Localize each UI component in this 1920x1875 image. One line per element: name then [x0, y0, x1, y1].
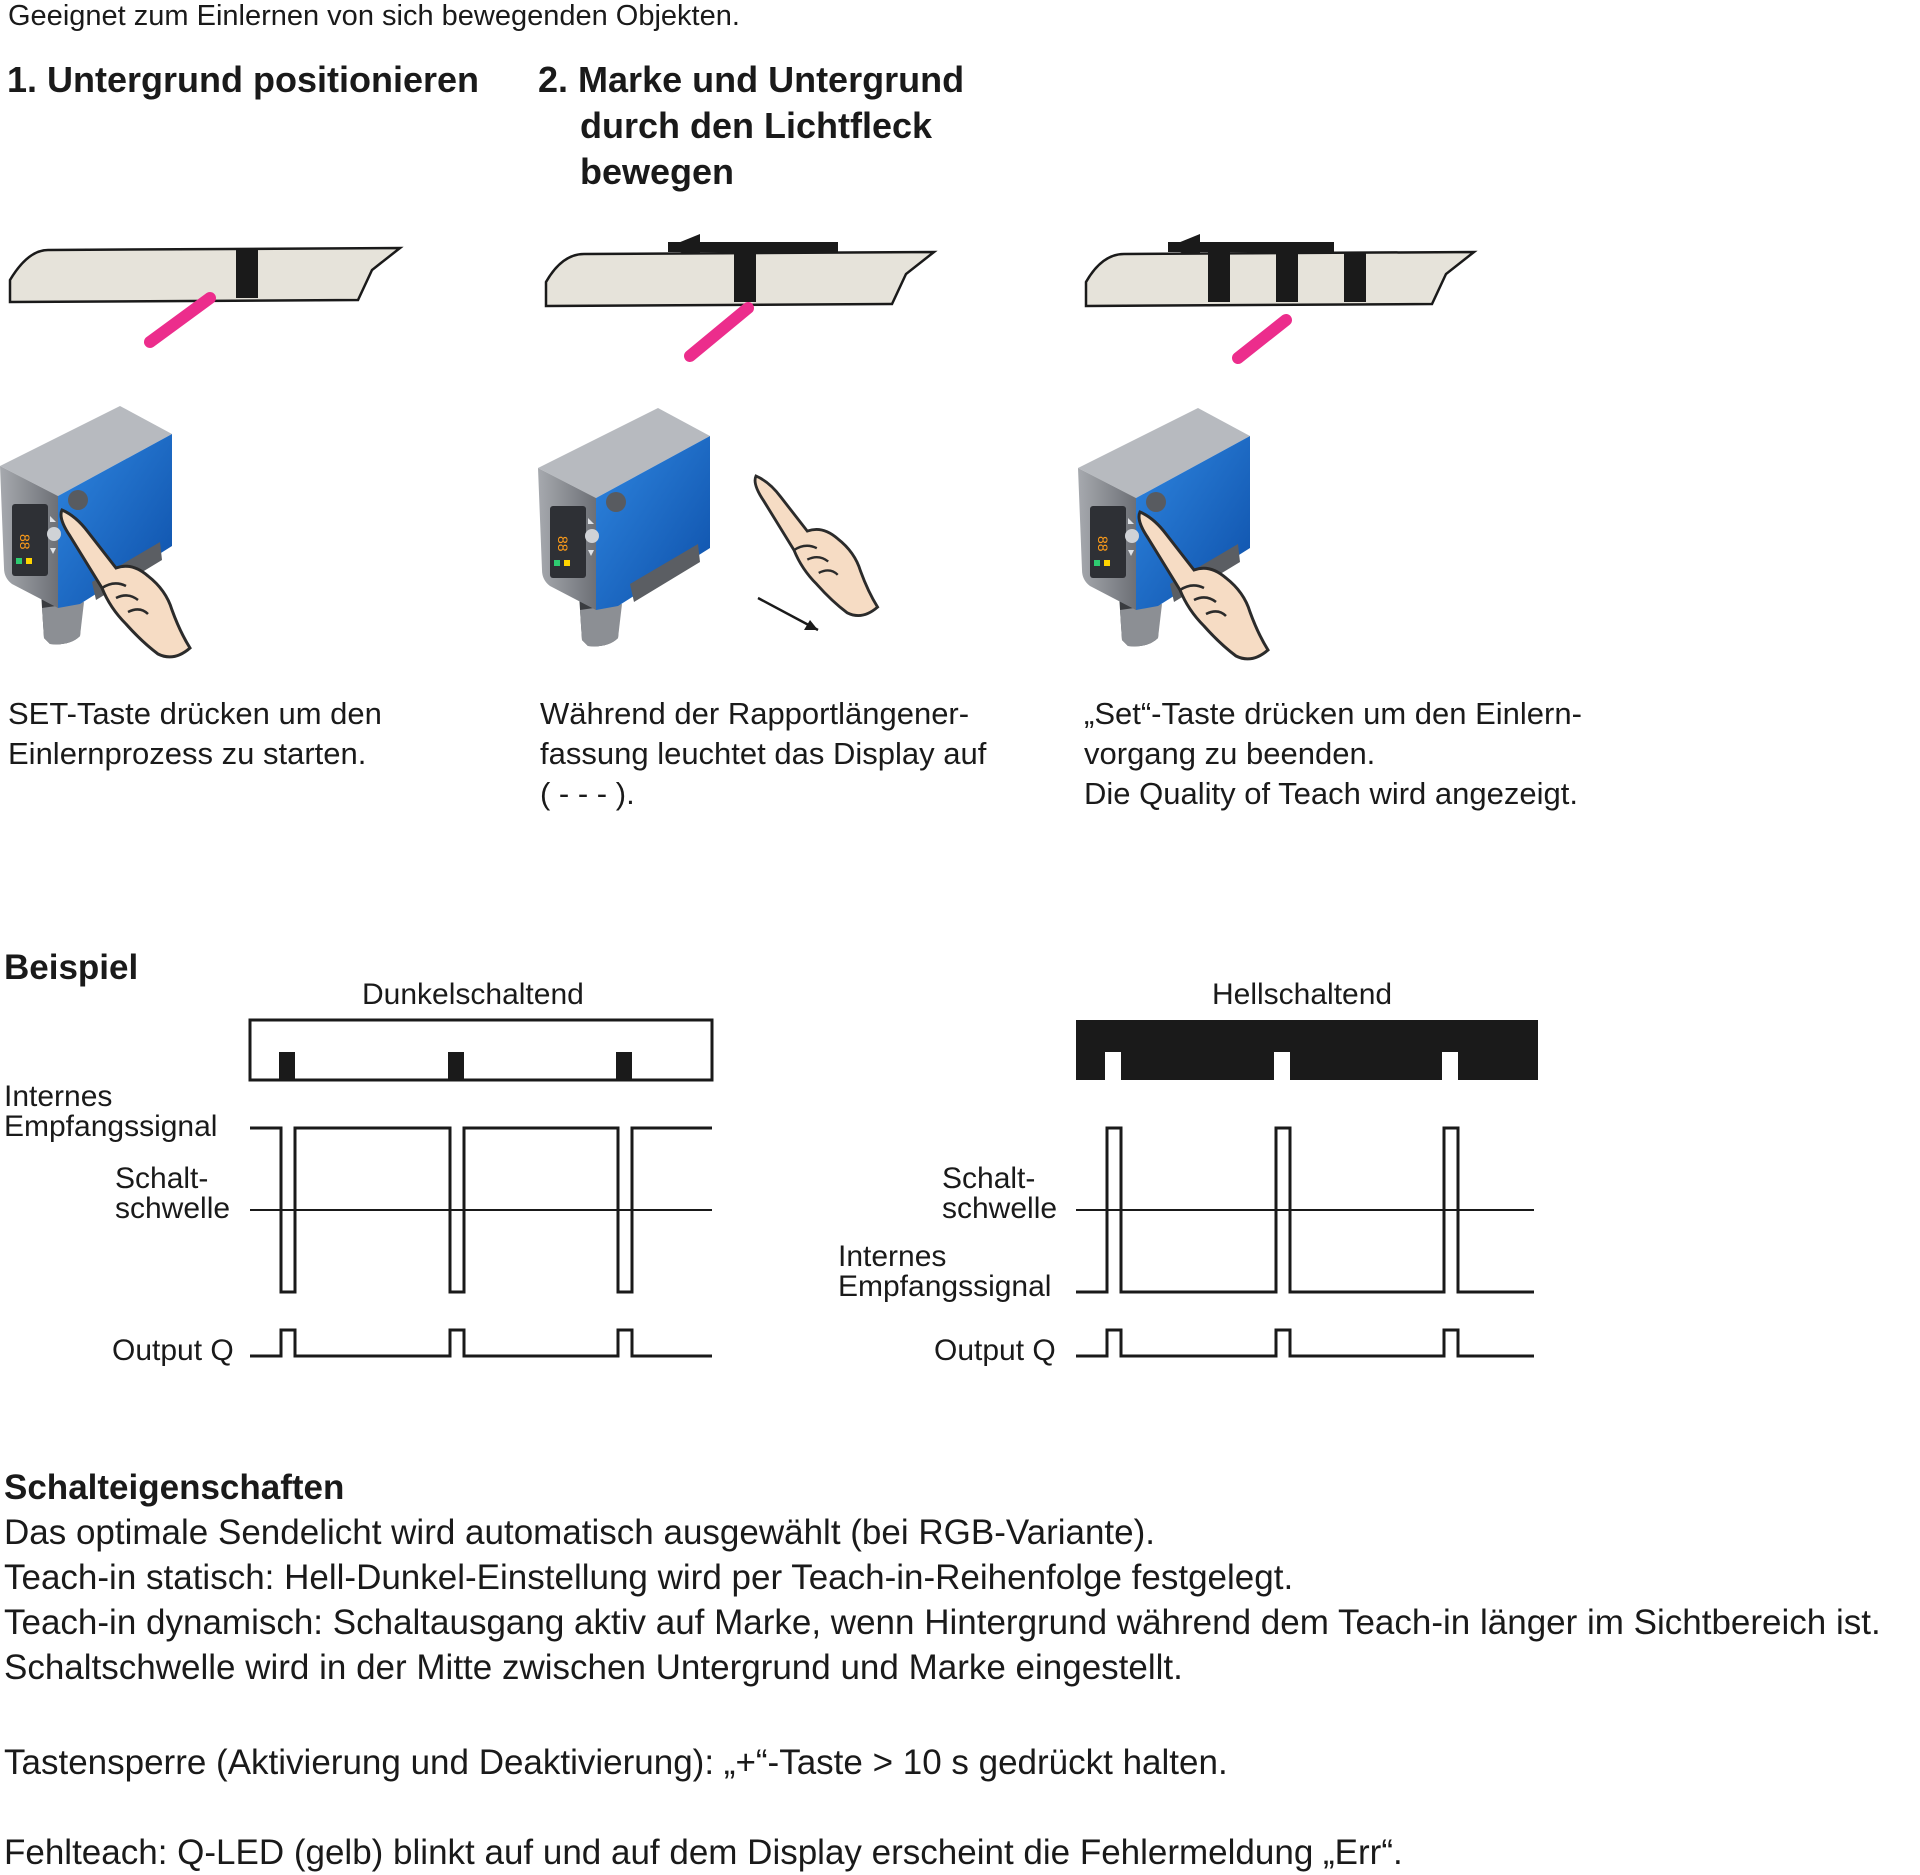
caption-2-line-2: fassung leuchtet das Display auf — [540, 736, 987, 771]
light-mark — [1105, 1052, 1121, 1080]
mark — [236, 248, 258, 298]
light-signal-label-line-1: Internes — [838, 1240, 947, 1273]
light-mark — [1274, 1052, 1290, 1080]
caption-1-line-2: Einlernprozess zu starten. — [8, 736, 367, 771]
properties-title: Schalteigenschaften — [4, 1468, 345, 1507]
dark-switching-title: Dunkelschaltend — [362, 978, 584, 1011]
caption-1-line-1: SET-Taste drücken um den — [8, 696, 382, 731]
intro-text: Geeignet zum Einlernen von sich bewegend… — [8, 0, 740, 32]
light-beam — [684, 302, 754, 362]
example-title: Beispiel — [4, 948, 139, 987]
caption-3-line-2: vorgang zu beenden. — [1084, 736, 1376, 771]
caption-2-line-1: Während der Rapportlängener- — [540, 696, 970, 731]
dark-signal-waveform — [250, 1126, 712, 1294]
step-2-title-line-2: durch den Lichtfleck — [580, 105, 933, 146]
step-1-title: Untergrund positionieren — [47, 59, 480, 100]
light-mark — [1442, 1052, 1458, 1080]
mark — [1208, 252, 1230, 302]
caption-step-1: SET-Taste drücken um den Einlernprozess … — [8, 694, 382, 774]
step-1-heading: 1. Untergrund positionieren — [7, 57, 479, 103]
dark-mark — [448, 1052, 464, 1080]
dark-switching-diagram — [248, 1018, 714, 1358]
caption-step-3: „Set“-Taste drücken um den Einlern- vorg… — [1084, 694, 1582, 814]
step-2-title-line-3: bewegen — [580, 151, 735, 192]
light-threshold-label-line-1: Schalt- — [942, 1162, 1036, 1195]
light-output-waveform — [1076, 1328, 1534, 1358]
error-text: Fehlteach: Q-LED (gelb) blinkt auf und a… — [4, 1833, 1403, 1872]
caption-2-line-3: ( - - - ). — [540, 776, 635, 811]
properties-line-4: Schaltschwelle wird in der Mitte zwische… — [4, 1648, 1183, 1687]
dark-signal-label-line-1: Internes — [4, 1080, 113, 1113]
dark-threshold-label: Schalt- schwelle — [115, 1164, 230, 1224]
caption-step-2: Während der Rapportlängener- fassung leu… — [540, 694, 986, 814]
dark-signal-label-line-2: Empfangssignal — [4, 1110, 218, 1143]
dark-output-waveform — [250, 1328, 712, 1358]
light-beam — [144, 292, 216, 348]
light-output-label: Output Q — [934, 1334, 1056, 1367]
dark-mark — [279, 1052, 295, 1080]
teach-illustrations: 88 — [0, 234, 1478, 661]
properties-line-2: Teach-in statisch: Hell-Dunkel-Einstellu… — [4, 1558, 1294, 1597]
dark-output-label: Output Q — [112, 1334, 234, 1367]
signal-diagrams — [248, 1018, 1538, 1358]
dark-background-strip — [248, 1018, 714, 1082]
hand-move-icon — [753, 474, 880, 617]
mark — [1344, 252, 1366, 302]
mark — [1276, 252, 1298, 302]
light-switching-title: Hellschaltend — [1212, 978, 1393, 1011]
caption-3-line-3: Die Quality of Teach wird angezeigt. — [1084, 776, 1578, 811]
caption-3-line-1: „Set“-Taste drücken um den Einlern- — [1084, 696, 1582, 731]
step-1-number: 1. — [7, 59, 38, 100]
mark — [734, 252, 756, 302]
step-2-number: 2. — [538, 59, 569, 100]
light-signal-waveform — [1076, 1126, 1534, 1294]
sensor — [538, 408, 710, 647]
light-threshold-label-line-2: schwelle — [942, 1192, 1058, 1225]
light-switching-diagram — [1076, 1020, 1538, 1358]
properties-list: Das optimale Sendelicht wird automatisch… — [4, 1510, 1881, 1690]
keylock-text: Tastensperre (Aktivierung und Deaktivier… — [4, 1743, 1228, 1782]
light-signal-label: Internes Empfangssignal — [838, 1242, 1051, 1302]
panel-1-illustration — [0, 246, 404, 659]
panel-2-illustration — [538, 234, 938, 647]
background-strip — [8, 246, 404, 304]
panel-3-illustration — [1078, 234, 1478, 661]
dark-threshold-label-line-1: Schalt- — [115, 1162, 209, 1195]
properties-line-3: Teach-in dynamisch: Schaltausgang aktiv … — [4, 1603, 1881, 1642]
properties-line-1: Das optimale Sendelicht wird automatisch… — [4, 1513, 1156, 1552]
dark-mark — [616, 1052, 632, 1080]
light-background-strip — [1076, 1020, 1538, 1080]
dark-threshold-label-line-2: schwelle — [115, 1192, 231, 1225]
dark-signal-label: Internes Empfangssignal — [4, 1082, 217, 1142]
step-2-title-line-1: Marke und Untergrund — [578, 59, 965, 100]
light-beam — [1232, 314, 1292, 364]
step-2-heading: 2. Marke und Untergrund durch den Lichtf… — [538, 57, 964, 195]
light-threshold-label: Schalt- schwelle — [942, 1164, 1057, 1224]
light-signal-label-line-2: Empfangssignal — [838, 1270, 1052, 1303]
